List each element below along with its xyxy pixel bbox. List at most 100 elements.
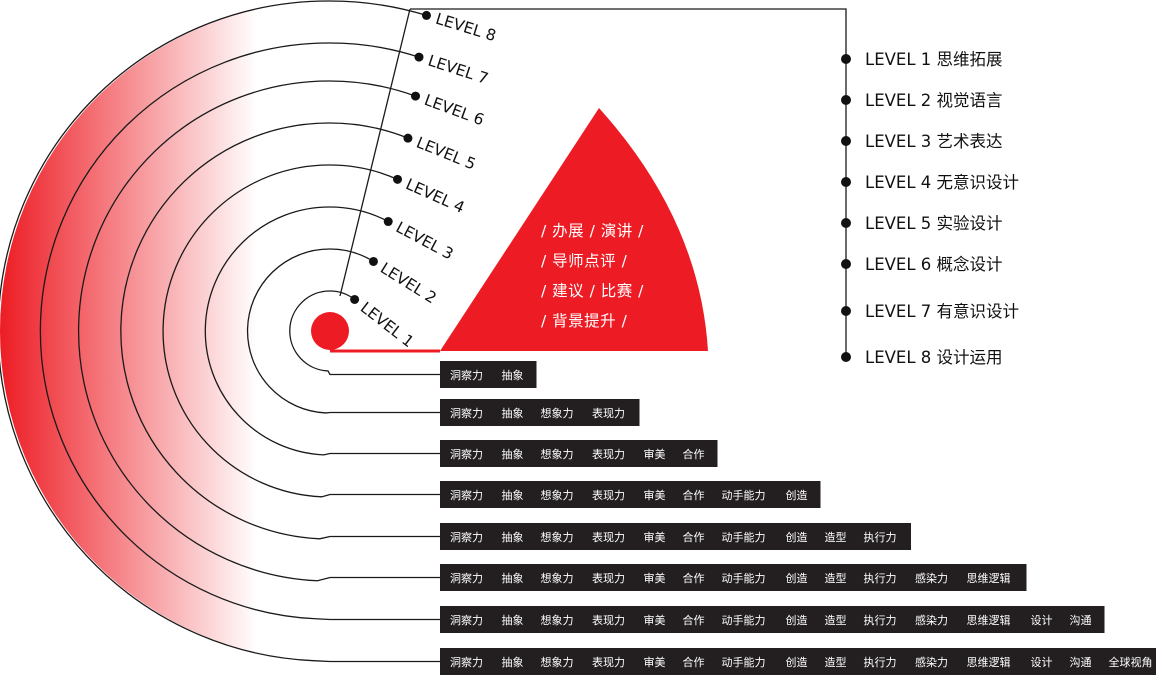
skill-tag: 想象力	[541, 447, 574, 461]
skill-tag: 洞察力	[450, 613, 483, 627]
skill-tag: 审美	[644, 530, 666, 544]
level-dot-8	[421, 10, 431, 20]
skill-bar-8	[440, 648, 1156, 675]
skill-tag: 造型	[825, 530, 847, 544]
skill-tag: 沟通	[1070, 614, 1092, 627]
wedge-text-line-1: / 办展 / 演讲 /	[541, 222, 644, 240]
skill-bar-6	[440, 564, 1027, 591]
skill-tag: 表现力	[592, 655, 625, 669]
skill-bar-1	[440, 361, 537, 388]
legend-bracket-line	[410, 8, 847, 358]
skill-bar-7	[440, 606, 1105, 633]
level-label-5: LEVEL 5	[414, 134, 478, 174]
level-arc-2	[246, 248, 440, 414]
level-arc-top-6	[329, 80, 416, 97]
skill-tag: 沟通	[1070, 656, 1092, 669]
skill-tag: 合作	[683, 447, 705, 461]
skill-tag: 想象力	[541, 613, 574, 627]
skill-tag: 洞察力	[450, 368, 483, 382]
skill-tag: 想象力	[541, 530, 574, 544]
skill-tag: 创造	[786, 530, 808, 544]
legend-item-4: LEVEL 4 无意识设计	[865, 173, 1019, 192]
skill-tag: 合作	[683, 530, 705, 544]
level-dot-6	[411, 91, 421, 101]
level-arc-6	[77, 80, 440, 582]
legend-item-5: LEVEL 5 实验设计	[865, 214, 1003, 233]
level-label-8: LEVEL 8	[433, 10, 498, 45]
level-dot-4	[393, 174, 403, 184]
skill-tag: 合作	[683, 613, 705, 627]
legend-dot-3	[841, 136, 851, 146]
skill-tag: 表现力	[592, 571, 625, 585]
level-label-7: LEVEL 7	[426, 52, 491, 88]
skill-bar-2	[440, 399, 640, 426]
legend-dot-8	[841, 352, 851, 362]
legend-item-2: LEVEL 2 视觉语言	[865, 91, 1003, 110]
skill-tag: 动手能力	[722, 655, 766, 669]
skill-tag: 抽象	[502, 406, 524, 420]
skill-tag: 执行力	[864, 655, 897, 669]
skill-tag: 动手能力	[722, 530, 766, 544]
skill-tag: 洞察力	[450, 655, 483, 669]
level-arc-top-2	[329, 248, 374, 263]
wedge-text-line-3: / 建议 / 比赛 /	[541, 281, 644, 300]
skill-tag: 思维逻辑	[967, 571, 1011, 585]
legend-dot-6	[841, 259, 851, 269]
legend-dot-5	[841, 218, 851, 228]
skill-tag: 造型	[825, 655, 847, 669]
level-arc-top-4	[329, 164, 398, 180]
skill-tag: 洞察力	[450, 488, 483, 502]
skill-tag: 动手能力	[722, 488, 766, 502]
skill-tag: 动手能力	[722, 613, 766, 627]
level-arc-top-5	[329, 122, 409, 139]
skill-tag: 创造	[786, 613, 808, 627]
level-arc-8	[0, 0, 440, 663]
skill-tag: 洞察力	[450, 571, 483, 585]
legend-item-8: LEVEL 8 设计运用	[865, 348, 1003, 367]
skill-tag: 抽象	[502, 368, 524, 382]
level-arc-4	[162, 164, 440, 498]
skill-tag: 造型	[825, 571, 847, 585]
level-arc-5	[120, 122, 440, 540]
skill-tag: 感染力	[915, 571, 948, 585]
skill-bar-5	[440, 523, 911, 550]
skill-tag: 洞察力	[450, 530, 483, 544]
skill-tag: 设计	[1031, 656, 1053, 669]
skill-tag: 表现力	[592, 488, 625, 502]
skill-tag: 设计	[1031, 614, 1053, 627]
skill-tag: 创造	[786, 655, 808, 669]
gradient-half-disc	[0, 1, 330, 661]
skill-tag: 抽象	[502, 488, 524, 502]
level-dot-7	[414, 52, 424, 62]
level-label-3: LEVEL 3	[393, 218, 456, 263]
skill-tag: 审美	[644, 447, 666, 461]
skill-tag: 表现力	[592, 530, 625, 544]
level-label-6: LEVEL 6	[422, 91, 487, 129]
level-label-2: LEVEL 2	[377, 259, 439, 307]
skill-tag: 想象力	[541, 655, 574, 669]
level-label-1: LEVEL 1	[357, 299, 417, 352]
wedge-text-group: / 办展 / 演讲 / / 导师点评 / / 建议 / 比赛 / / 背景提升 …	[541, 222, 644, 330]
skill-tag: 想象力	[541, 406, 574, 420]
skill-tag: 审美	[644, 571, 666, 585]
level-dot-1	[350, 294, 360, 304]
skill-tag: 洞察力	[450, 447, 483, 461]
legend-dot-4	[841, 177, 851, 187]
wedge-text-line-2: / 导师点评 /	[541, 252, 628, 270]
skill-tag: 表现力	[592, 613, 625, 627]
legend-dot-2	[841, 95, 851, 105]
skill-tag: 审美	[644, 488, 666, 502]
skill-tag: 抽象	[502, 655, 524, 669]
skill-tag: 创造	[786, 571, 808, 585]
legend-item-3: LEVEL 3 艺术表达	[865, 132, 1003, 151]
level-dot-5	[403, 133, 413, 143]
skill-tag: 抽象	[502, 571, 524, 585]
skill-bar-3	[440, 440, 718, 467]
level-leader-line	[339, 8, 411, 297]
skill-tag: 合作	[683, 571, 705, 585]
skill-tag: 想象力	[541, 571, 574, 585]
level-arcs	[0, 0, 440, 663]
skill-tag: 表现力	[592, 406, 625, 420]
center-dot	[311, 312, 349, 350]
